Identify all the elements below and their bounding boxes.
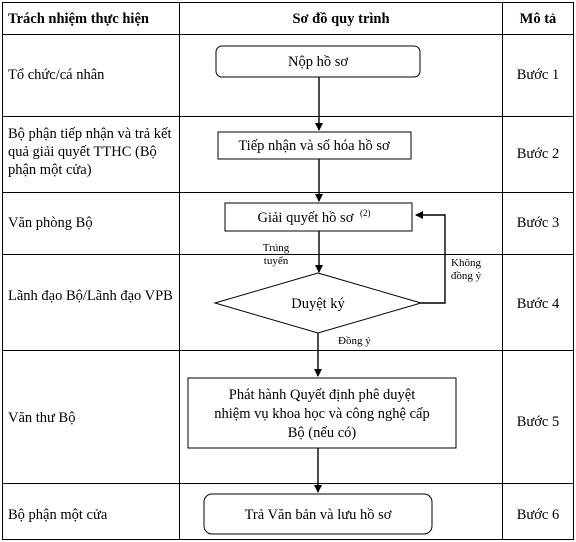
step-cell: Bước 2 (516, 146, 560, 162)
row-divider (2, 350, 574, 351)
role-cell: Văn thư Bộ (8, 410, 76, 426)
role-cell: Lãnh đạo Bộ/Lãnh đạo VPB (8, 288, 173, 304)
return-label: Trả Văn bản và lưu hồ sơ (245, 507, 392, 523)
row-divider (2, 254, 574, 255)
table-border-bottom (2, 539, 574, 540)
issue-label-line1: Phát hành Quyết định phê duyệt (229, 387, 415, 403)
process-label-text: Giải quyết hồ sơ (258, 210, 354, 226)
header-responsibility: Trách nhiệm thực hiện (8, 11, 149, 27)
row-divider (2, 483, 574, 484)
role-cell: Bộ phận tiếp nhận và trả kết quả giải qu… (8, 126, 172, 178)
process-label: Giải quyết hồ sơ (2) (258, 208, 371, 226)
header-flow: Sơ đồ quy trình (292, 11, 390, 27)
submit-label: Nộp hồ sơ (288, 54, 348, 70)
role-cell: Văn phòng Bộ (8, 215, 93, 231)
process-note: (2) (360, 208, 371, 218)
submit-node (215, 45, 421, 78)
issue-label-line2: nhiệm vụ khoa học và công nghệ cấp (214, 406, 429, 422)
header-description: Mô tả (519, 11, 557, 27)
role-cell: Tổ chức/cá nhân (8, 67, 105, 83)
step-cell: Bước 3 (516, 215, 560, 231)
label-disagree-2: đồng ý (451, 270, 482, 282)
approve-label: Duyệt ký (291, 296, 345, 312)
column-divider (179, 2, 180, 540)
label-selected-2: tuyển (264, 255, 289, 267)
return-node (203, 493, 433, 535)
table-border-top (2, 2, 574, 3)
step-cell: Bước 6 (516, 507, 560, 523)
column-divider (502, 2, 503, 540)
step-cell: Bước 4 (516, 296, 560, 312)
row-divider (2, 116, 574, 117)
arrow-disagree-loop (415, 211, 446, 304)
row-divider (2, 34, 574, 35)
table-border-left (2, 2, 3, 540)
label-agree: Đồng ý (338, 335, 371, 347)
issue-node (187, 377, 457, 449)
step-cell: Bước 5 (516, 414, 560, 430)
role-cell: Bộ phận một cửa (8, 507, 108, 523)
row-divider (2, 192, 574, 193)
label-selected-1: Trúng (263, 242, 290, 254)
issue-label-line3: Bộ (nếu có) (288, 425, 357, 441)
table-border-right (573, 2, 574, 540)
receive-label: Tiếp nhận và số hóa hồ sơ (238, 138, 390, 154)
receive-node (217, 131, 412, 160)
label-disagree-1: Không (451, 257, 481, 269)
step-cell: Bước 1 (516, 67, 560, 83)
